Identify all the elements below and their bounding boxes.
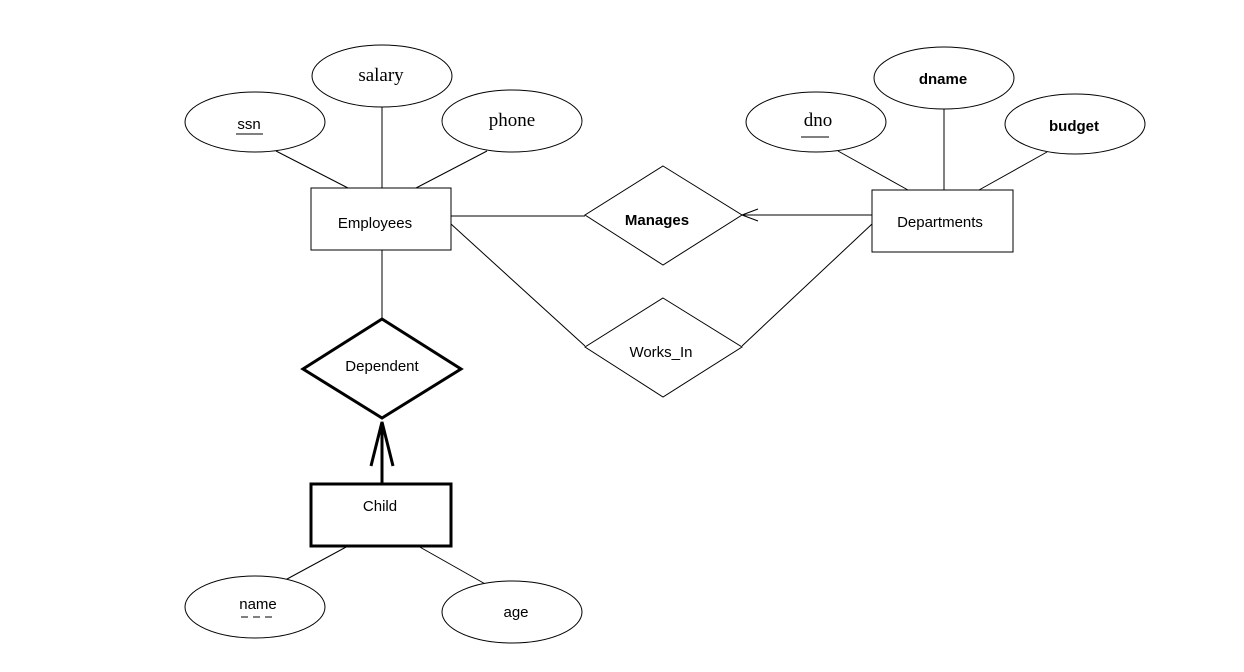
attribute-label: age — [503, 604, 528, 621]
entity-employees: Employees — [310, 187, 452, 251]
relationship-works-in: Works_In — [584, 297, 743, 398]
entity-label: Employees — [338, 215, 412, 232]
employees-works-in-line — [450, 223, 586, 347]
attribute-label: ssn — [237, 116, 260, 133]
key-constraint-arrow — [741, 208, 759, 222]
entity-departments: Departments — [871, 189, 1014, 253]
attribute-age: age — [441, 580, 583, 644]
attribute-name: name — [184, 575, 326, 639]
attribute-label: salary — [358, 65, 404, 86]
attribute-phone: phone — [441, 89, 583, 153]
attribute-budget: budget — [1004, 93, 1146, 155]
entity-child: Child — [309, 482, 453, 548]
entity-label: Departments — [897, 214, 983, 231]
attribute-label: budget — [1049, 118, 1099, 135]
budget-connector — [978, 151, 1048, 191]
dno-connector — [837, 150, 909, 191]
attribute-label: phone — [489, 110, 535, 131]
relationship-label: Manages — [625, 212, 689, 229]
relationship-label: Works_In — [629, 344, 692, 361]
relationship-dependent: Dependent — [300, 317, 464, 420]
name-connector — [275, 545, 349, 586]
phone-connector — [415, 150, 488, 189]
departments-works-in-line — [741, 223, 873, 347]
relationship-manages: Manages — [584, 165, 743, 266]
ssn-connector — [275, 150, 349, 189]
relationship-label: Dependent — [345, 358, 419, 375]
weak-entity-arrow — [369, 421, 395, 467]
attribute-ssn: ssn — [184, 91, 326, 153]
age-connector — [417, 545, 488, 586]
attribute-label: dno — [804, 110, 833, 131]
attribute-salary: salary — [311, 44, 453, 108]
connector-lines — [275, 103, 1048, 586]
attribute-label: name — [239, 596, 277, 613]
entity-label: Child — [363, 498, 397, 515]
attribute-dno: dno — [745, 91, 887, 153]
attribute-dname: dname — [873, 46, 1015, 110]
attribute-label: dname — [919, 71, 967, 88]
